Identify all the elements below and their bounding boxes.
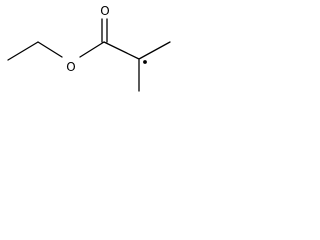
carbonyl-oxygen-label: O <box>100 4 109 18</box>
ester-oxygen-label: O <box>66 60 75 74</box>
bond-ethyl-c-c <box>7 41 39 61</box>
bond-ethyl-c-o <box>37 41 63 58</box>
molecule-structure: O O <box>7 4 171 92</box>
bond-o-carbonyl <box>79 41 105 58</box>
bond-carbonyl-radical-carbon <box>103 41 140 60</box>
bond-radical-carbon-methyl-right <box>138 41 171 60</box>
radical-dot <box>143 60 147 64</box>
